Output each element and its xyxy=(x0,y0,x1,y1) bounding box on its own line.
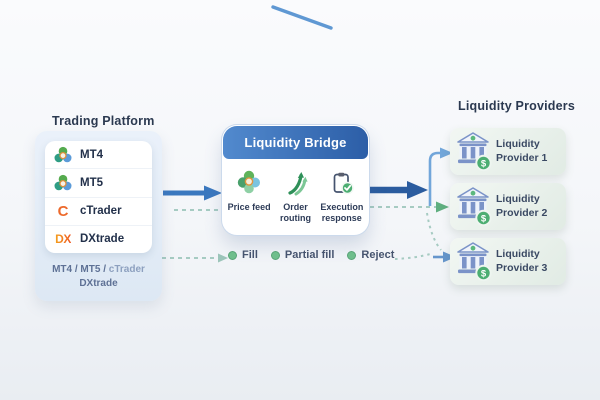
platform-row-mt5: MT5 xyxy=(45,169,152,198)
legend-item-reject: Reject xyxy=(347,249,394,261)
reject-dot-icon xyxy=(347,250,357,260)
dotted-curve-to-provider-3 xyxy=(426,212,442,251)
order-routing-icon xyxy=(282,167,309,199)
legend-label: Partial fill xyxy=(284,249,335,261)
ctrader-icon: C xyxy=(57,202,69,220)
metatrader-icon xyxy=(53,173,73,193)
trading-platform-title: Trading Platform xyxy=(52,114,155,128)
price-feed-icon xyxy=(234,167,264,199)
bridge-title: Liquidity Bridge xyxy=(223,126,368,159)
dashed-to-provider-2 xyxy=(370,201,449,213)
metatrader-icon xyxy=(53,145,73,165)
bank-icon: $ xyxy=(453,185,493,233)
platform-caption: MT4 / MT5 / cTrader DXtrade xyxy=(52,264,145,289)
platform-label: DXtrade xyxy=(80,233,125,246)
dxtrade-icon: DX xyxy=(55,232,71,247)
decor-diagonal-line xyxy=(271,5,333,30)
platform-row-mt4: MT4 xyxy=(45,141,152,170)
feature-execution-response: Execution response xyxy=(320,167,364,224)
arrow-platform-to-bridge xyxy=(163,185,222,201)
svg-text:$: $ xyxy=(481,269,487,280)
legend-out-line xyxy=(394,253,431,260)
fill-dot-icon xyxy=(228,250,237,260)
platform-label: MT5 xyxy=(80,176,103,189)
bridge-features: Price feed Order routing xyxy=(222,160,369,228)
bank-icon: $ xyxy=(453,240,493,288)
platform-list-card: MT4 MT5 C cTrader DX DXtrade xyxy=(45,141,152,253)
legend-label: Reject xyxy=(361,249,395,261)
partial-fill-dot-icon xyxy=(270,250,280,260)
legend-item-fill: Fill xyxy=(228,249,258,261)
feature-order-routing: Order routing xyxy=(273,167,317,224)
arrow-bridge-to-junction xyxy=(370,181,428,199)
platform-row-dxtrade: DX DXtrade xyxy=(45,226,152,253)
platform-row-ctrader: C cTrader xyxy=(45,198,152,226)
platform-label: cTrader xyxy=(80,205,122,218)
svg-text:$: $ xyxy=(481,214,487,225)
execution-response-icon xyxy=(329,167,355,199)
feature-label: Order routing xyxy=(279,202,311,223)
svg-text:$: $ xyxy=(481,159,487,170)
bank-icon: $ xyxy=(453,130,493,178)
legend-label: Fill xyxy=(242,249,258,261)
feature-label: Execution response xyxy=(320,202,364,223)
liquidity-bridge-box: Liquidity Bridge Price feed xyxy=(222,125,369,235)
legend: Fill Partial fill Reject xyxy=(228,249,394,261)
platform-label: MT4 xyxy=(80,148,103,161)
liquidity-providers-title: Liquidity Providers xyxy=(458,99,576,113)
feature-price-feed: Price feed xyxy=(227,167,271,224)
legend-in-line xyxy=(162,253,228,263)
feature-label: Price feed xyxy=(227,202,271,212)
legend-item-partial-fill: Partial fill xyxy=(270,249,335,261)
